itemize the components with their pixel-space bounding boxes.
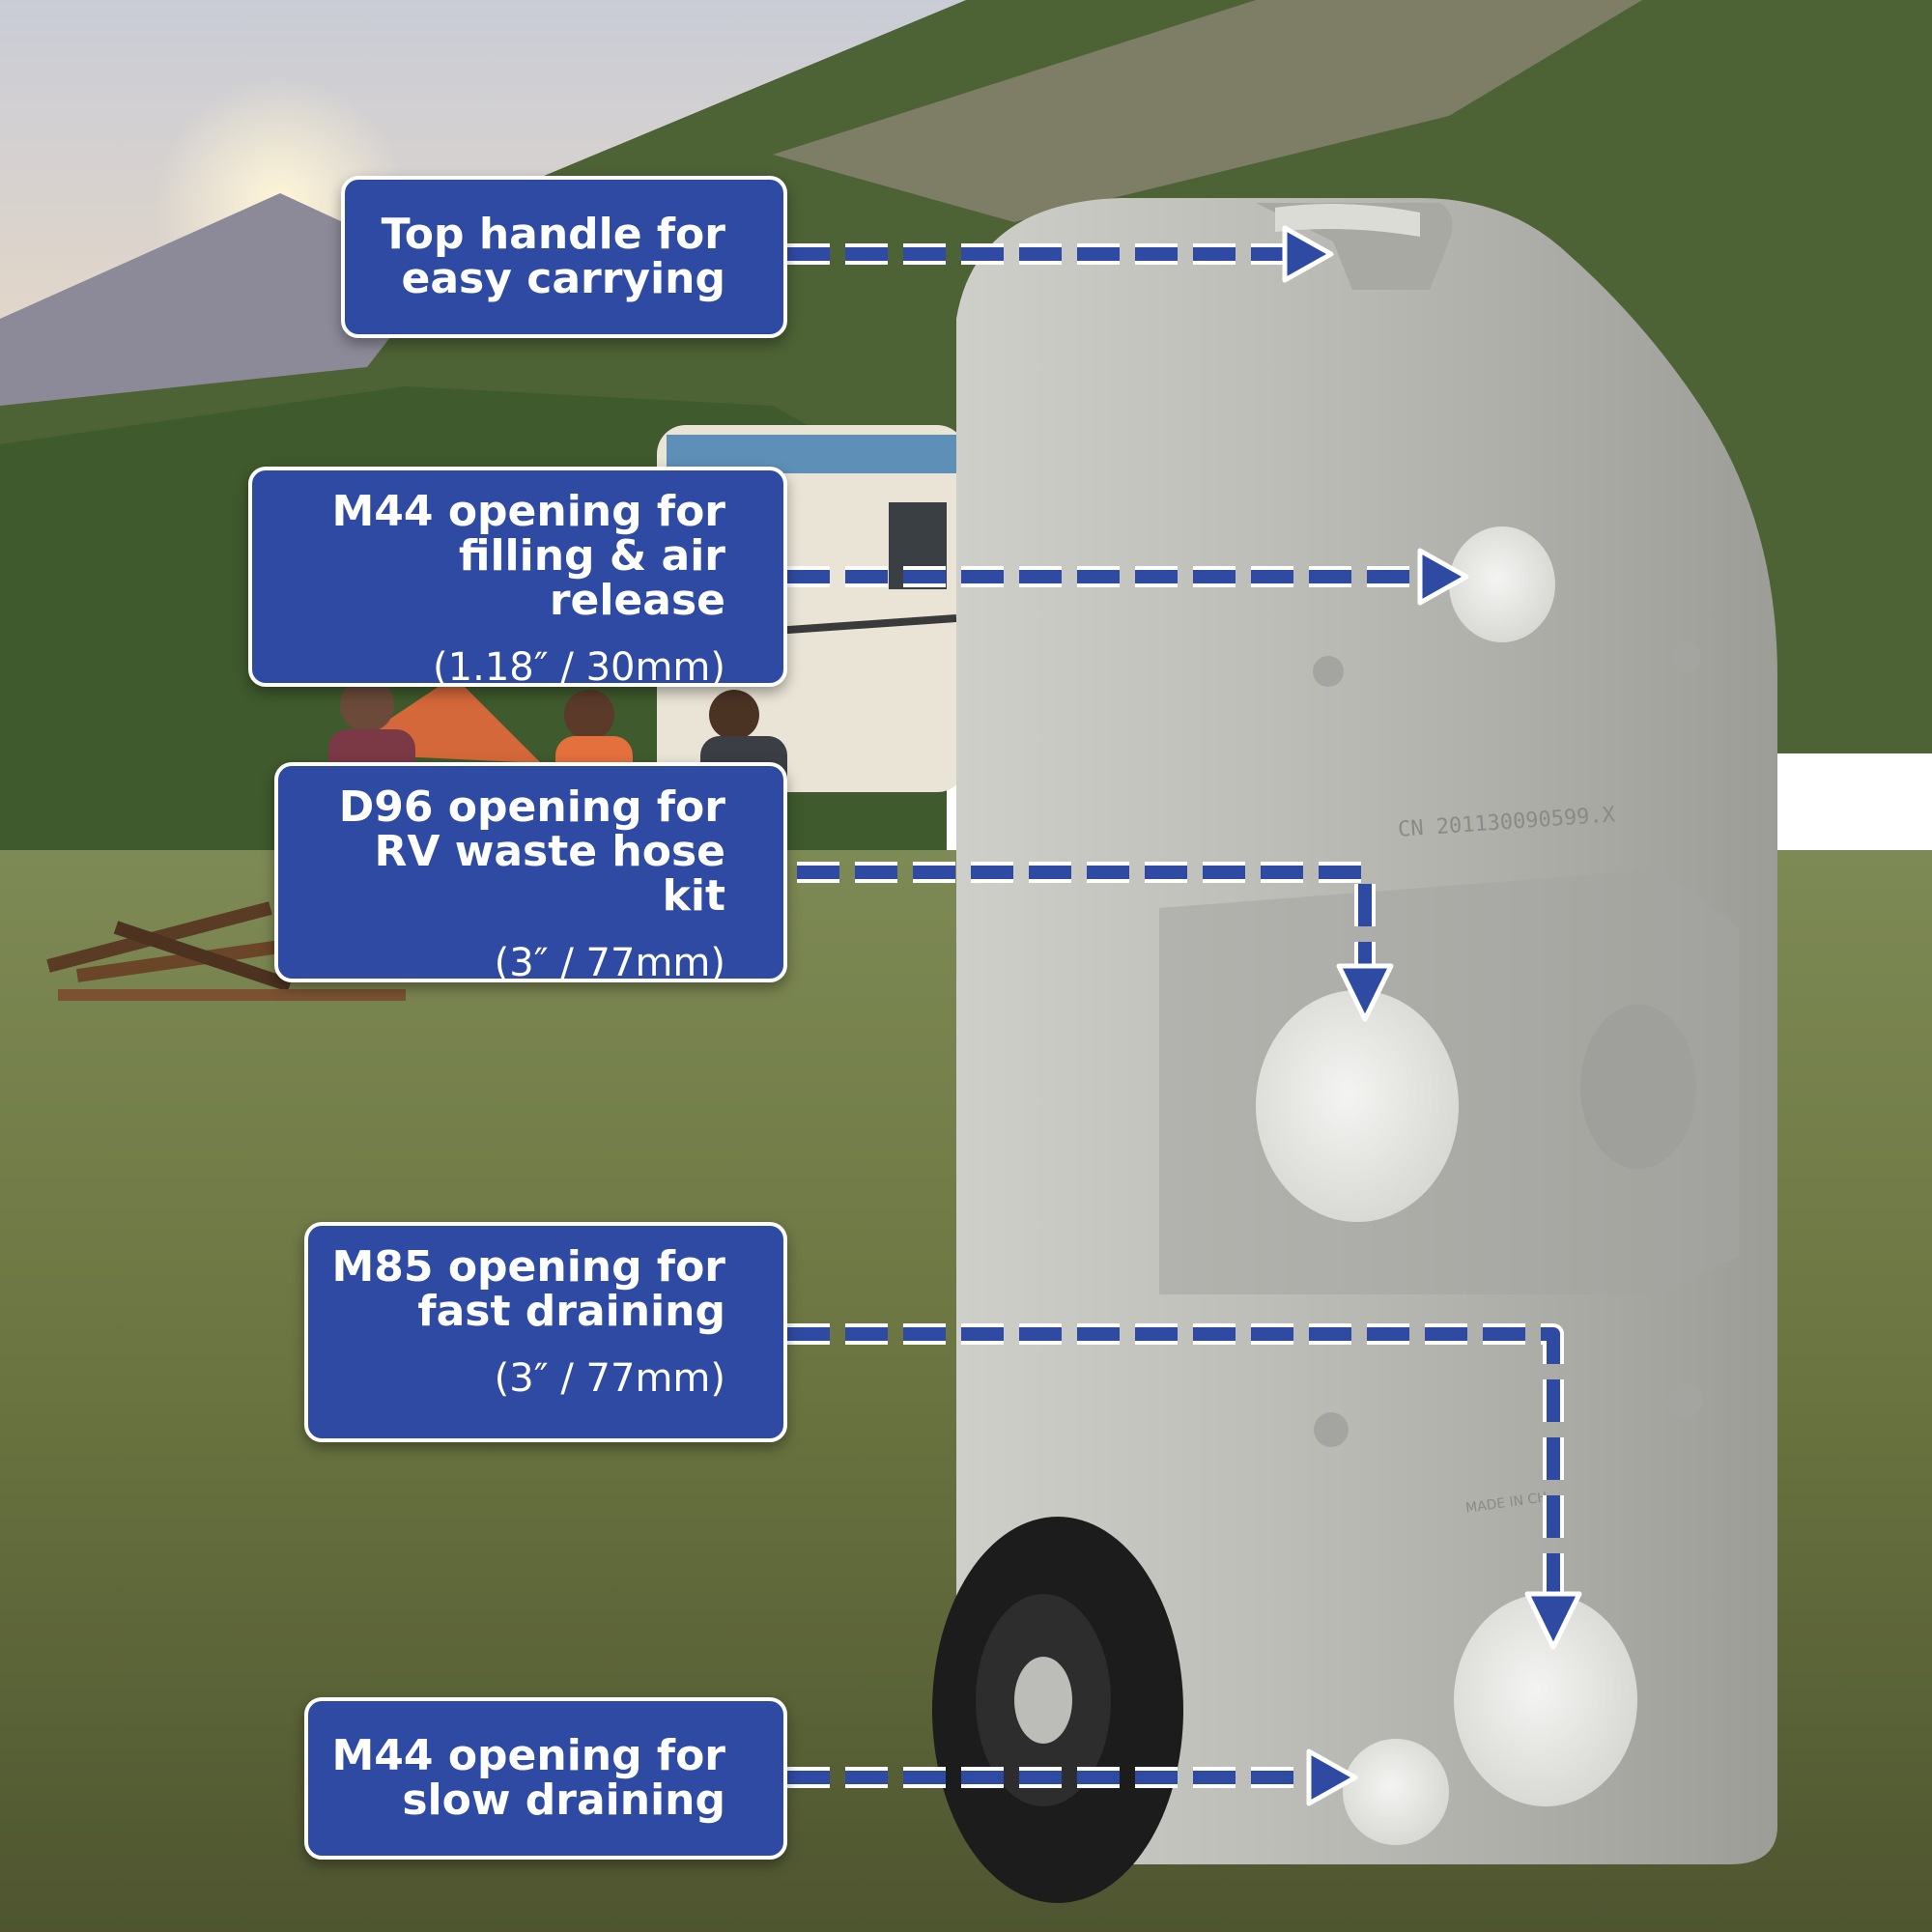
callout-fast-drain-size: (3″ / 77mm) <box>494 1356 725 1401</box>
fast-drain-cap <box>1454 1594 1637 1806</box>
callout-fill-opening-size: (1.18″ / 30mm) <box>433 645 725 690</box>
callout-fill-opening: M44 opening for filling & air release (1… <box>248 467 787 690</box>
callout-fill-opening-title: M44 opening for filling & air release <box>331 487 725 625</box>
callout-fast-drain: M85 opening for fast draining (3″ / 77mm… <box>304 1222 787 1442</box>
callout-hose-opening-title: D96 opening for RV waste hose kit <box>338 782 725 921</box>
hose-opening-cap <box>1256 990 1459 1222</box>
callout-fast-drain-title: M85 opening for fast draining <box>331 1242 725 1336</box>
cap-icon <box>1256 526 1637 1845</box>
callout-slow-drain: M44 opening for slow draining <box>304 1697 787 1860</box>
callout-hose-opening: D96 opening for RV waste hose kit (3″ / … <box>274 762 787 985</box>
callout-slow-drain-title: M44 opening for slow draining <box>331 1731 725 1825</box>
fill-opening-cap <box>1449 526 1555 642</box>
slow-drain-cap <box>1343 1739 1449 1845</box>
campfire-icon <box>46 901 406 1001</box>
callout-top-handle-title: Top handle for easy carrying <box>381 210 725 303</box>
cliff-face <box>773 0 1642 222</box>
callout-top-handle: Top handle for easy carrying <box>341 176 787 338</box>
wheel-icon <box>932 1517 1183 1903</box>
callout-hose-opening-size: (3″ / 77mm) <box>494 941 725 985</box>
